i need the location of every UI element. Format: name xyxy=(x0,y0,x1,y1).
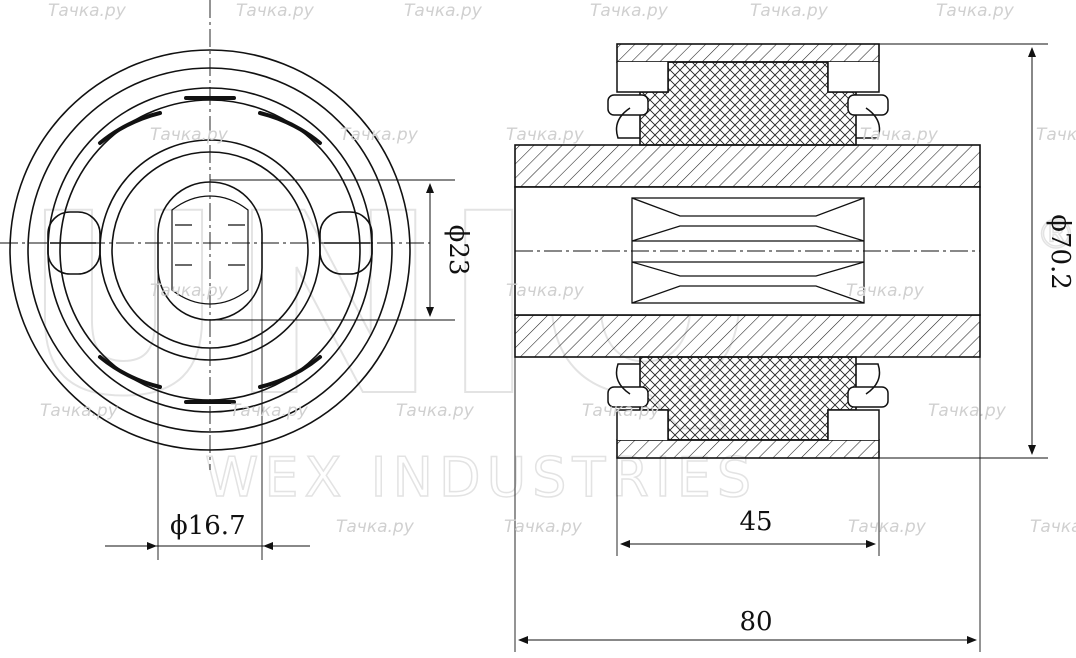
site-watermark: Тачка.ру xyxy=(150,281,229,301)
overall-length-label: 80 xyxy=(739,607,772,637)
section-view xyxy=(514,43,1048,652)
registered-mark: ® xyxy=(1036,212,1076,258)
site-watermark: Тачка.ру xyxy=(846,281,925,301)
site-watermark: Тачка.ру xyxy=(230,401,309,421)
inner-sleeve-bottom-wall xyxy=(514,314,981,358)
outer-sleeve-bottom xyxy=(616,439,880,459)
inner-sleeve-top-wall xyxy=(514,144,981,188)
rubber-top xyxy=(639,61,857,146)
outer-sleeve-length-label: 45 xyxy=(739,507,772,537)
site-watermark: Тачка.ру xyxy=(936,1,1015,21)
site-watermark: Тачка.ру xyxy=(150,125,229,145)
side-tab-left xyxy=(47,211,101,275)
site-watermark: Тачка.ру xyxy=(590,1,669,21)
site-watermarks: Тачка.ру Тачка.ру Тачка.ру Тачка.ру Тачк… xyxy=(40,1,1076,537)
outer-ring xyxy=(9,49,411,451)
site-watermark: Тачка.ру xyxy=(336,517,415,537)
site-watermark: Тачка.ру xyxy=(506,125,585,145)
site-watermark: Тачка.ру xyxy=(404,1,483,21)
outer-sleeve-ring xyxy=(27,67,393,433)
bore-inner-profile xyxy=(171,195,249,305)
site-watermark: Тачка.ру xyxy=(40,401,119,421)
site-watermark: Тачка.ру xyxy=(506,281,585,301)
rubber-bottom xyxy=(639,356,857,441)
site-watermark: Тачка.ру xyxy=(340,125,419,145)
site-watermark: Тачка.ру xyxy=(396,401,475,421)
site-watermark: Тачка.ру xyxy=(860,125,939,145)
site-watermark: Тачка.ру xyxy=(582,401,661,421)
side-tab-right xyxy=(319,211,373,275)
site-watermark: Тачка.ру xyxy=(48,1,127,21)
site-watermark: Тачка.ру xyxy=(1030,517,1076,537)
rubber-slots xyxy=(98,96,322,404)
site-watermark: Тачка.ру xyxy=(504,517,583,537)
outer-diameter-label: ϕ70.2 xyxy=(1045,214,1075,290)
sleeve-lips xyxy=(607,62,889,440)
site-watermark: Тачка.ру xyxy=(848,517,927,537)
site-watermark: Тачка.ру xyxy=(928,401,1007,421)
inner-diameter-label: ϕ16.7 xyxy=(170,511,246,541)
site-watermark: Тачка.ру xyxy=(236,1,315,21)
bore-grooves xyxy=(631,197,865,304)
outer-sleeve-top xyxy=(616,43,880,63)
end-view xyxy=(0,0,455,560)
site-watermark: Тачка.ру xyxy=(750,1,829,21)
inner-sleeve-bore xyxy=(111,151,309,349)
bore-diameter-label: ϕ23 xyxy=(443,225,473,276)
section-dimensions xyxy=(514,43,1048,652)
site-watermark: Тачка.ру xyxy=(1036,125,1076,145)
